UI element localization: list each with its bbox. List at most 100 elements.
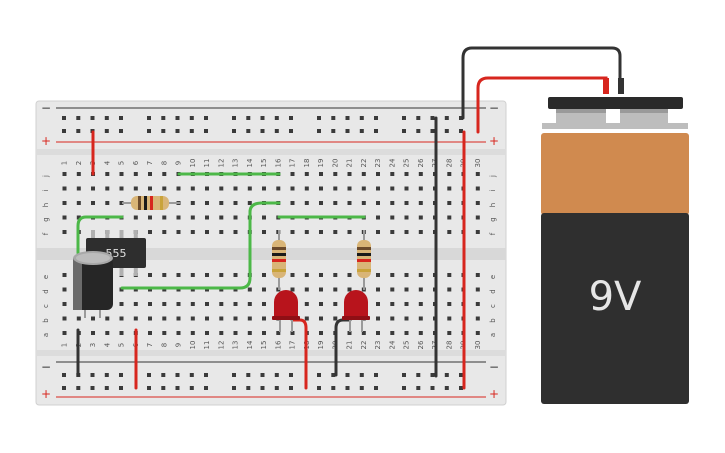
green-cap-wire[interactable]: [76, 215, 124, 255]
breadboard-hole[interactable]: [475, 287, 480, 292]
rail-hole[interactable]: [331, 373, 336, 377]
breadboard-hole[interactable]: [418, 316, 423, 321]
breadboard-hole[interactable]: [190, 302, 195, 306]
breadboard-hole[interactable]: [262, 302, 266, 306]
breadboard-hole[interactable]: [247, 186, 252, 191]
breadboard-hole[interactable]: [176, 331, 181, 335]
rail-hole[interactable]: [289, 129, 293, 133]
rail-hole[interactable]: [345, 386, 350, 390]
breadboard-hole[interactable]: [262, 215, 266, 220]
electrolytic-capacitor[interactable]: [73, 251, 113, 318]
breadboard-hole[interactable]: [404, 172, 409, 176]
rail-hole[interactable]: [274, 386, 279, 390]
breadboard-hole[interactable]: [447, 331, 452, 335]
breadboard-hole[interactable]: [205, 302, 209, 306]
rail-hole[interactable]: [416, 116, 421, 120]
led1-red-wire[interactable]: [291, 318, 308, 390]
breadboard-hole[interactable]: [333, 186, 338, 191]
rail-hole[interactable]: [90, 386, 95, 390]
breadboard-hole[interactable]: [361, 172, 366, 176]
rail-hole[interactable]: [147, 386, 151, 390]
breadboard-hole[interactable]: [62, 331, 67, 335]
breadboard-hole[interactable]: [376, 287, 380, 292]
breadboard-hole[interactable]: [361, 201, 366, 205]
rail-hole[interactable]: [359, 116, 364, 120]
breadboard-hole[interactable]: [418, 230, 423, 234]
breadboard-hole[interactable]: [119, 201, 124, 205]
led2-black-wire[interactable]: [334, 318, 352, 377]
breadboard-hole[interactable]: [205, 331, 209, 335]
breadboard-hole[interactable]: [304, 186, 309, 191]
breadboard-hole[interactable]: [219, 201, 224, 205]
rail-hole[interactable]: [260, 373, 265, 377]
breadboard-hole[interactable]: [62, 316, 67, 321]
resistor-vertical-1[interactable]: [272, 230, 286, 290]
rail-hole[interactable]: [147, 129, 151, 133]
rail-hole[interactable]: [331, 129, 336, 133]
rail-hole[interactable]: [459, 386, 463, 390]
breadboard-hole[interactable]: [119, 172, 124, 176]
breadboard-hole[interactable]: [247, 302, 252, 306]
breadboard-hole[interactable]: [447, 316, 452, 321]
breadboard-hole[interactable]: [390, 316, 395, 321]
breadboard-hole[interactable]: [148, 273, 152, 277]
breadboard-hole[interactable]: [176, 316, 181, 321]
breadboard-hole[interactable]: [347, 273, 352, 277]
rail-hole[interactable]: [289, 116, 293, 120]
breadboard-hole[interactable]: [91, 186, 95, 191]
rail-hole[interactable]: [416, 129, 421, 133]
breadboard-hole[interactable]: [76, 201, 81, 205]
breadboard-hole[interactable]: [62, 273, 67, 277]
rail-hole[interactable]: [430, 373, 435, 377]
rail-hole[interactable]: [359, 129, 364, 133]
breadboard-hole[interactable]: [475, 316, 480, 321]
breadboard-hole[interactable]: [475, 230, 480, 234]
rail-hole[interactable]: [147, 373, 151, 377]
breadboard-hole[interactable]: [347, 230, 352, 234]
breadboard-hole[interactable]: [319, 273, 323, 277]
breadboard-hole[interactable]: [148, 215, 152, 220]
breadboard-hole[interactable]: [247, 287, 252, 292]
rail-hole[interactable]: [459, 373, 463, 377]
breadboard-hole[interactable]: [262, 273, 266, 277]
rail-hole[interactable]: [374, 129, 378, 133]
breadboard-hole[interactable]: [475, 302, 480, 306]
breadboard-hole[interactable]: [418, 201, 423, 205]
breadboard-hole[interactable]: [205, 215, 209, 220]
breadboard-hole[interactable]: [347, 287, 352, 292]
breadboard-hole[interactable]: [205, 230, 209, 234]
breadboard-hole[interactable]: [162, 273, 167, 277]
rail-hole[interactable]: [189, 116, 194, 120]
rail-hole[interactable]: [444, 373, 449, 377]
breadboard-hole[interactable]: [233, 215, 238, 220]
rail-hole[interactable]: [331, 116, 336, 120]
breadboard-hole[interactable]: [76, 215, 81, 220]
rail-hole[interactable]: [374, 116, 378, 120]
rail-hole[interactable]: [189, 373, 194, 377]
breadboard-hole[interactable]: [262, 331, 266, 335]
rail-hole[interactable]: [345, 373, 350, 377]
breadboard-hole[interactable]: [319, 186, 323, 191]
breadboard-hole[interactable]: [376, 172, 380, 176]
breadboard-hole[interactable]: [475, 172, 480, 176]
rail-hole[interactable]: [119, 116, 123, 120]
breadboard-hole[interactable]: [347, 186, 352, 191]
breadboard-hole[interactable]: [62, 287, 67, 292]
breadboard-hole[interactable]: [390, 201, 395, 205]
breadboard-hole[interactable]: [62, 302, 67, 306]
breadboard-hole[interactable]: [205, 273, 209, 277]
breadboard-hole[interactable]: [276, 186, 281, 191]
resistor-vertical-2[interactable]: [357, 230, 371, 290]
breadboard-hole[interactable]: [91, 201, 95, 205]
breadboard-hole[interactable]: [105, 201, 110, 205]
breadboard-hole[interactable]: [304, 287, 309, 292]
breadboard-hole[interactable]: [262, 230, 266, 234]
breadboard-hole[interactable]: [447, 287, 452, 292]
breadboard-hole[interactable]: [404, 316, 409, 321]
rail-hole[interactable]: [402, 129, 406, 133]
breadboard-hole[interactable]: [475, 215, 480, 220]
rail-hole[interactable]: [62, 116, 66, 120]
rail-hole[interactable]: [76, 386, 81, 390]
breadboard-hole[interactable]: [390, 302, 395, 306]
rail-hole[interactable]: [232, 373, 236, 377]
